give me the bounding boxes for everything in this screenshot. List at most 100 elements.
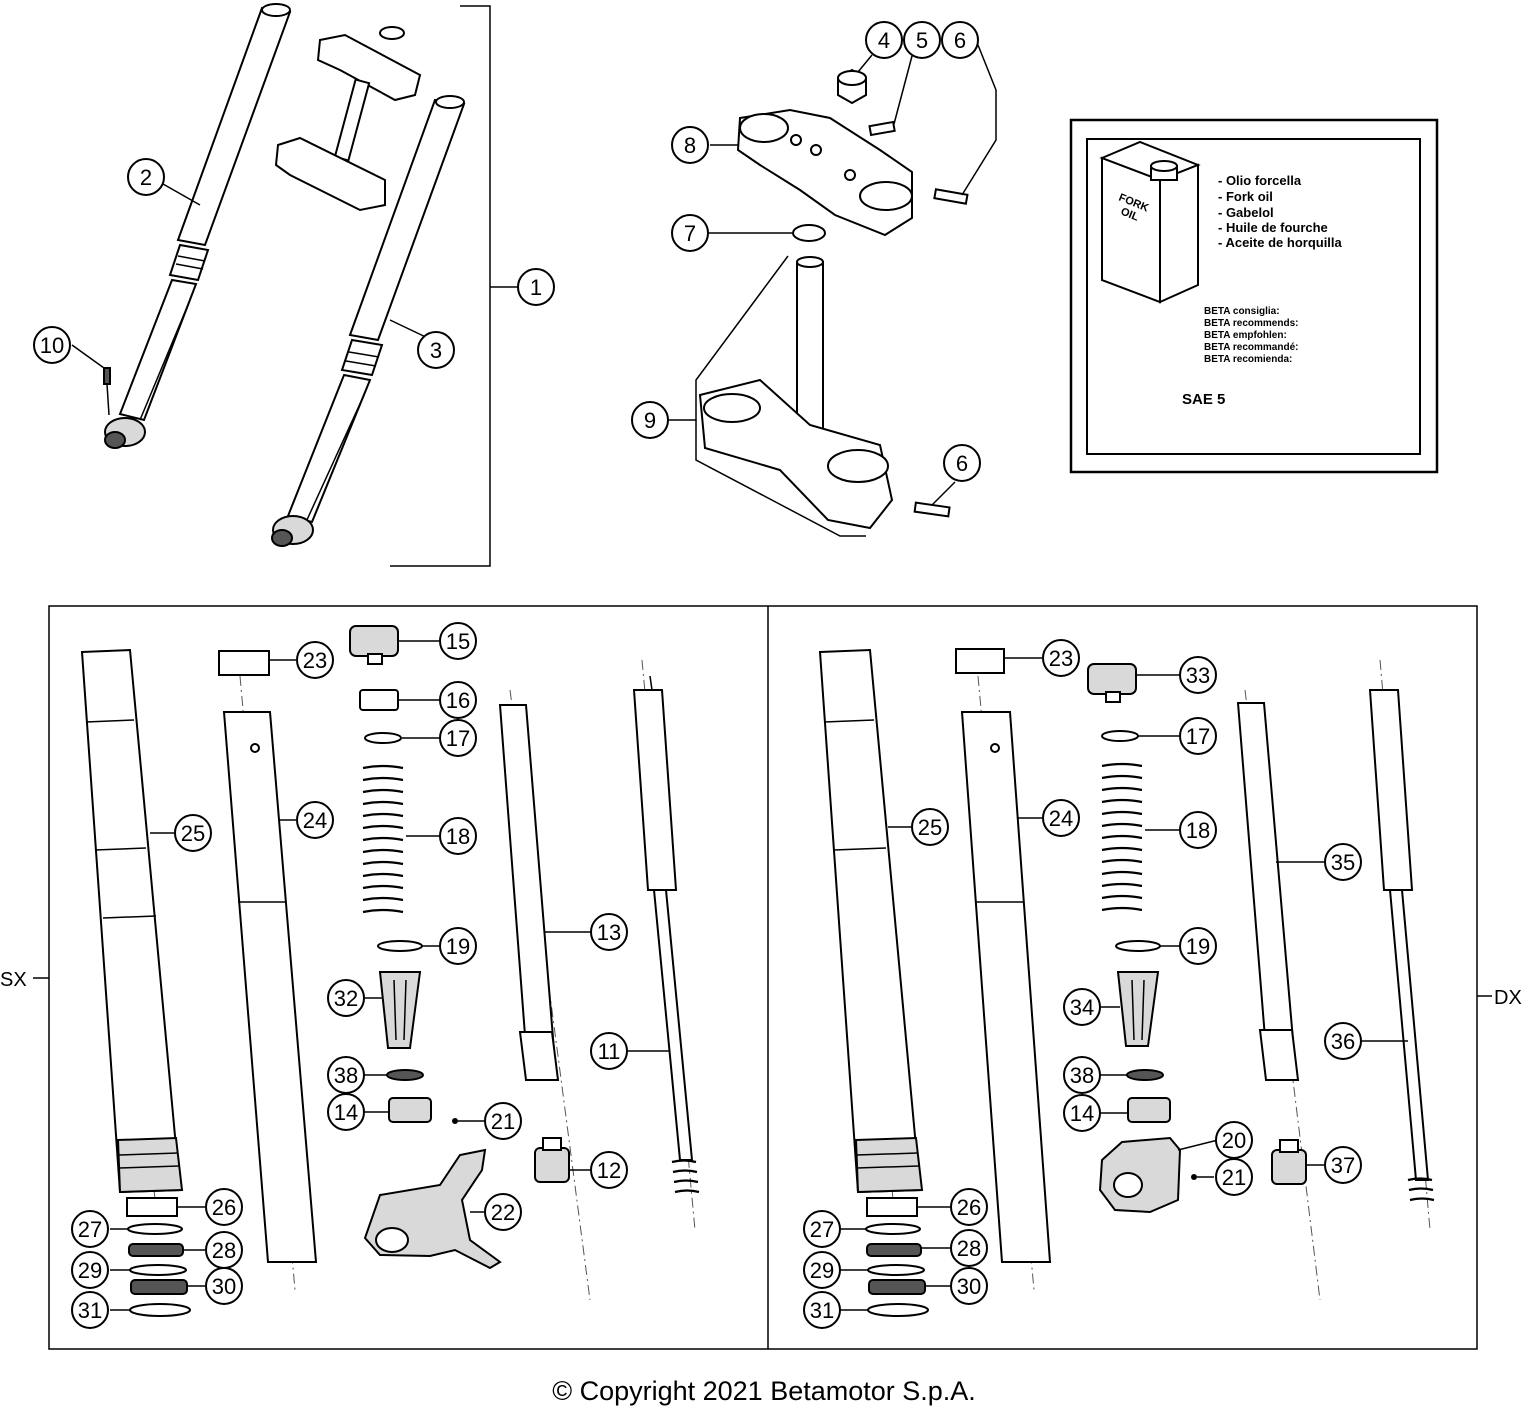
callout-number: 24 [303,808,327,833]
callout-number: 31 [810,1298,834,1323]
callout-number: 38 [1070,1063,1094,1088]
callout-circle [1042,799,1080,837]
triple-clamps [668,44,997,537]
callout-number: 28 [957,1236,981,1261]
callout-circle [296,641,334,679]
callout-number: 29 [810,1258,834,1283]
callout-r17: 17 [1179,717,1217,755]
callout-circle [439,817,477,855]
callout-l38: 38 [327,1056,365,1094]
callout-l27: 27 [71,1210,109,1248]
callout-circle [943,444,981,482]
callout-r18: 18 [1179,811,1217,849]
callout-circle [71,1251,109,1289]
left-leg-parts [80,625,700,1317]
callout-circle [631,401,669,439]
callout-l32: 32 [327,979,365,1017]
callout-c4: 4 [865,21,903,59]
callout-number: 13 [597,920,621,945]
callout-c10: 10 [33,326,71,364]
callout-l18: 18 [439,817,477,855]
callout-number: 6 [956,451,968,476]
callout-number: 21 [491,1109,515,1134]
callout-c1: 1 [517,268,555,306]
oil-name-es: - Aceite de horquilla [1218,235,1343,250]
callout-number: 14 [1070,1101,1094,1126]
callout-r27: 27 [803,1210,841,1248]
callout-circle [950,1188,988,1226]
callout-number: 30 [957,1274,981,1299]
callout-r28: 28 [950,1229,988,1267]
callout-circle [865,21,903,59]
callout-r30: 30 [950,1267,988,1305]
callout-number: 25 [918,815,942,840]
callout-number: 29 [78,1258,102,1283]
recommends-en: BETA recommends: [1204,318,1298,329]
side-label-right: DX [1494,987,1522,1009]
callout-circle [417,331,455,369]
callout-circle [1324,1146,1362,1184]
callout-circle [671,214,709,252]
callout-r31: 31 [803,1291,841,1329]
callout-circle [127,158,165,196]
fork-assembly-overview [71,3,518,567]
callout-circle [1179,927,1217,965]
callout-number: 17 [446,726,470,751]
oil-name-de: - Gabelol [1218,205,1274,220]
callout-circle [484,1102,522,1140]
oil-name-fr: - Huile de fourche [1218,220,1328,235]
callout-number: 18 [446,824,470,849]
callout-r23: 23 [1042,639,1080,677]
callout-number: 33 [1186,663,1210,688]
callout-circle [517,268,555,306]
callout-circle [803,1210,841,1248]
callout-l21: 21 [484,1102,522,1140]
callout-number: 11 [598,1039,621,1064]
callout-number: 36 [1331,1029,1355,1054]
copyright-notice: © Copyright 2021 Betamotor S.p.A. [552,1376,976,1406]
recommends-es: BETA recomienda: [1204,354,1292,365]
callout-r34: 34 [1063,988,1101,1026]
recommends-it: BETA consiglia: [1204,306,1280,317]
callout-number: 17 [1186,724,1210,749]
callout-number: 14 [334,1100,358,1125]
callout-number: 5 [916,28,928,53]
callout-number: 15 [446,629,470,654]
callout-c6b: 6 [943,444,981,482]
callout-number: 38 [334,1063,358,1088]
callout-number: 19 [446,934,470,959]
callout-number: 23 [303,648,327,673]
callout-r19: 19 [1179,927,1217,965]
callout-r26: 26 [950,1188,988,1226]
recommends-fr: BETA recommandé: [1204,342,1298,353]
callout-circle [941,21,979,59]
callout-number: 7 [684,221,696,246]
callout-circle [439,622,477,660]
callout-circle [33,326,71,364]
callout-l17: 17 [439,719,477,757]
callout-number: 24 [1049,806,1073,831]
callout-number: 3 [430,338,442,363]
callout-r38: 38 [1063,1056,1101,1094]
fork-oil-box: FORK OIL - Olio forcella - Fork oil - Ga… [1069,118,1439,474]
side-label-left: SX [0,969,27,991]
spring-right [1101,762,1143,912]
callout-number: 9 [644,408,656,433]
callout-circle [1063,1094,1101,1132]
callout-number: 26 [212,1195,236,1220]
callout-circle [803,1291,841,1329]
callout-c3: 3 [417,331,455,369]
callout-number: 6 [954,28,966,53]
callout-l15: 15 [439,622,477,660]
fork-leg-left [104,3,292,449]
callout-l25: 25 [174,814,212,852]
callout-circle [71,1210,109,1248]
callout-circle [671,126,709,164]
callout-c2: 2 [127,158,165,196]
callout-l19: 19 [439,927,477,965]
callout-circle [590,1032,628,1070]
callout-c8: 8 [671,126,709,164]
callout-number: 12 [597,1158,621,1183]
callout-r21: 21 [1215,1158,1253,1196]
